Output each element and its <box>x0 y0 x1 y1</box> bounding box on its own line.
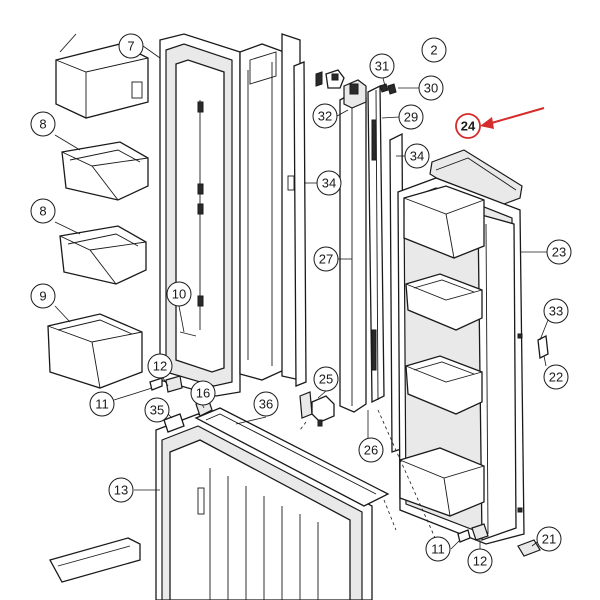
callout-36[interactable]: 36 <box>253 391 279 417</box>
door-shelf-bin-middle <box>59 225 147 285</box>
callout-34-left[interactable]: 34 <box>316 170 342 196</box>
door-inner-liner <box>239 43 285 381</box>
callout-33[interactable]: 33 <box>543 298 569 324</box>
right-door-bin-upper <box>405 273 483 331</box>
callout-22[interactable]: 22 <box>543 364 569 390</box>
svg-text:8: 8 <box>39 117 46 132</box>
bottom-tray-fragment <box>49 537 141 583</box>
callout-29[interactable]: 29 <box>398 104 424 130</box>
svg-text:10: 10 <box>172 287 186 302</box>
svg-text:34: 34 <box>410 149 424 164</box>
alignment-lines <box>377 409 437 541</box>
door-gasket-frame <box>159 33 241 397</box>
svg-text:12: 12 <box>473 554 487 569</box>
right-door-bin-middle <box>405 355 483 415</box>
svg-text:32: 32 <box>318 109 332 124</box>
callout-34-right[interactable]: 34 <box>404 143 430 169</box>
svg-text:24: 24 <box>461 119 476 134</box>
svg-text:22: 22 <box>549 370 563 385</box>
svg-text:23: 23 <box>552 245 566 260</box>
svg-text:27: 27 <box>319 252 333 267</box>
svg-text:29: 29 <box>404 110 418 125</box>
svg-text:30: 30 <box>424 81 438 96</box>
svg-text:26: 26 <box>364 443 378 458</box>
svg-text:25: 25 <box>319 372 333 387</box>
svg-text:31: 31 <box>375 59 389 74</box>
screw-31 <box>379 83 389 93</box>
hinge-pin-set <box>315 69 345 89</box>
lower-door-top-trim <box>194 407 390 507</box>
svg-text:35: 35 <box>150 403 164 418</box>
leader-lines <box>54 45 549 550</box>
svg-text:33: 33 <box>549 304 563 319</box>
callout-7[interactable]: 7 <box>118 33 144 59</box>
hinge-12-left <box>149 375 183 393</box>
svg-text:36: 36 <box>259 397 273 412</box>
callout-11-left[interactable]: 11 <box>89 391 115 417</box>
right-door-bin-top <box>403 185 485 259</box>
screw-30 <box>387 83 397 95</box>
svg-text:13: 13 <box>114 483 128 498</box>
center-mullion-gasket <box>367 84 385 404</box>
svg-text:12: 12 <box>153 359 167 374</box>
vertical-trim-strip-left <box>287 61 307 387</box>
callout-31[interactable]: 31 <box>369 53 395 79</box>
svg-text:8: 8 <box>39 204 46 219</box>
callout-32[interactable]: 32 <box>312 103 338 129</box>
svg-text:11: 11 <box>95 397 109 412</box>
callout-9[interactable]: 9 <box>30 283 56 309</box>
top-door-bin <box>55 33 149 119</box>
callout-12-right[interactable]: 12 <box>467 548 493 574</box>
callout-27[interactable]: 27 <box>313 246 339 272</box>
svg-text:2: 2 <box>430 43 437 58</box>
door-shelf-bin-upper <box>61 141 149 201</box>
hinge-bracket-11-12-right <box>457 523 489 543</box>
red-arrow <box>480 107 545 129</box>
callout-35[interactable]: 35 <box>144 397 170 423</box>
callout-30[interactable]: 30 <box>418 75 444 101</box>
callout-10[interactable]: 10 <box>166 281 192 307</box>
callout-2[interactable]: 2 <box>421 37 447 63</box>
callout-8-upper[interactable]: 8 <box>30 111 56 137</box>
door-shelf-bin-deep <box>47 313 143 389</box>
callout-16[interactable]: 16 <box>190 380 216 406</box>
callout-11-right[interactable]: 11 <box>425 536 451 562</box>
callout-8-middle[interactable]: 8 <box>30 198 56 224</box>
svg-text:34: 34 <box>322 176 336 191</box>
callout-24-highlighted[interactable]: 24 <box>455 113 481 139</box>
lower-door-outer <box>155 413 373 600</box>
callout-25[interactable]: 25 <box>313 366 339 392</box>
right-door-bin-bottom <box>399 447 485 517</box>
door-stop-22 <box>537 335 549 359</box>
callout-21[interactable]: 21 <box>536 526 562 552</box>
callout-26[interactable]: 26 <box>358 437 384 463</box>
callout-23[interactable]: 23 <box>546 239 572 265</box>
svg-text:7: 7 <box>127 39 134 54</box>
door-top-cap <box>429 149 523 211</box>
svg-text:16: 16 <box>196 386 210 401</box>
callout-13[interactable]: 13 <box>108 477 134 503</box>
hinge-assembly-25 <box>299 391 335 431</box>
svg-text:11: 11 <box>431 542 445 557</box>
svg-text:9: 9 <box>39 289 46 304</box>
center-mullion <box>339 79 367 413</box>
lower-door-hinge-35 <box>163 413 185 433</box>
callout-12-left[interactable]: 12 <box>147 353 173 379</box>
svg-text:21: 21 <box>542 532 556 547</box>
